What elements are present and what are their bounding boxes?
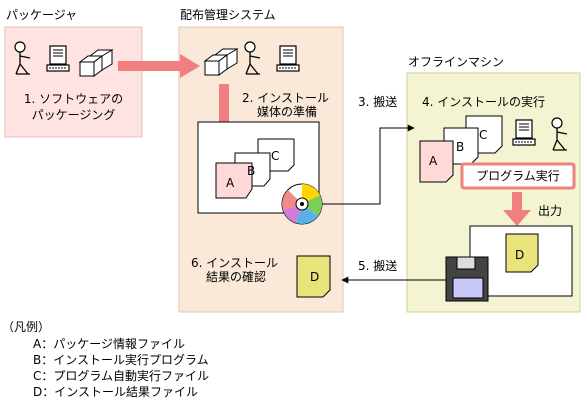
offline-file-d-icon — [505, 233, 539, 273]
legend-item-a: A：パッケージ情報ファイル — [33, 337, 185, 351]
offline-file-c-label: C — [479, 128, 488, 142]
step-1-line2: パッケージング — [31, 108, 116, 122]
step-1-line1: 1. ソフトウェアの — [23, 92, 124, 106]
step-5-label: 5. 搬送 — [358, 259, 398, 273]
legend-item-b: B：インストール実行プログラム — [33, 353, 209, 367]
result-file-d-icon — [296, 255, 331, 298]
offline-title: オフラインマシン — [408, 55, 505, 69]
run-program-label: プログラム実行 — [476, 169, 560, 183]
file-b-label: B — [247, 164, 256, 178]
output-arrow-icon — [503, 192, 531, 226]
offline-file-b-label: B — [456, 140, 465, 154]
transport-3-line — [322, 124, 415, 205]
legend-item-d: D：インストール結果ファイル — [33, 385, 199, 399]
offline-file-a-icon — [419, 140, 454, 183]
transfer-arrow-icon — [118, 54, 200, 78]
packager-title: パッケージャ — [6, 8, 78, 22]
step-2-line1: 2. インストール — [242, 91, 330, 105]
output-label: 出力 — [538, 204, 563, 218]
step-3-label: 3. 搬送 — [358, 95, 398, 109]
packager-pc-icon — [46, 45, 70, 72]
offline-file-a-label: A — [429, 154, 438, 168]
system-pc-icon — [276, 45, 300, 72]
step-4-label: 4. インストールの実行 — [422, 95, 546, 109]
step-6-label: 6. インストール 結果の確認 — [191, 256, 278, 284]
file-c-label: C — [271, 149, 280, 163]
offline-file-d-label: D — [515, 248, 525, 262]
packager-panel — [4, 26, 143, 138]
system-title: 配布管理システム — [180, 8, 276, 22]
file-a-icon — [215, 162, 253, 199]
floppy-icon — [445, 256, 489, 302]
run-program-box — [460, 162, 576, 190]
legend-title: （凡例） — [2, 320, 51, 334]
step-1-label: 1. ソフトウェアの パッケージング — [6, 92, 141, 122]
step-2-label: 2. インストール 媒体の準備 — [242, 91, 329, 119]
file-a-label: A — [226, 176, 235, 190]
step-2-line2: 媒体の準備 — [257, 105, 318, 119]
cd-icon — [281, 183, 323, 225]
step-6-line2: 結果の確認 — [206, 270, 267, 284]
prepare-arrow-icon — [210, 84, 238, 152]
step-6-line1: 6. インストール — [191, 256, 279, 270]
offline-pc-icon — [512, 119, 536, 146]
legend-item-c: C：プログラム自動実行ファイル — [33, 369, 210, 383]
result-file-d-label: D — [310, 270, 320, 284]
